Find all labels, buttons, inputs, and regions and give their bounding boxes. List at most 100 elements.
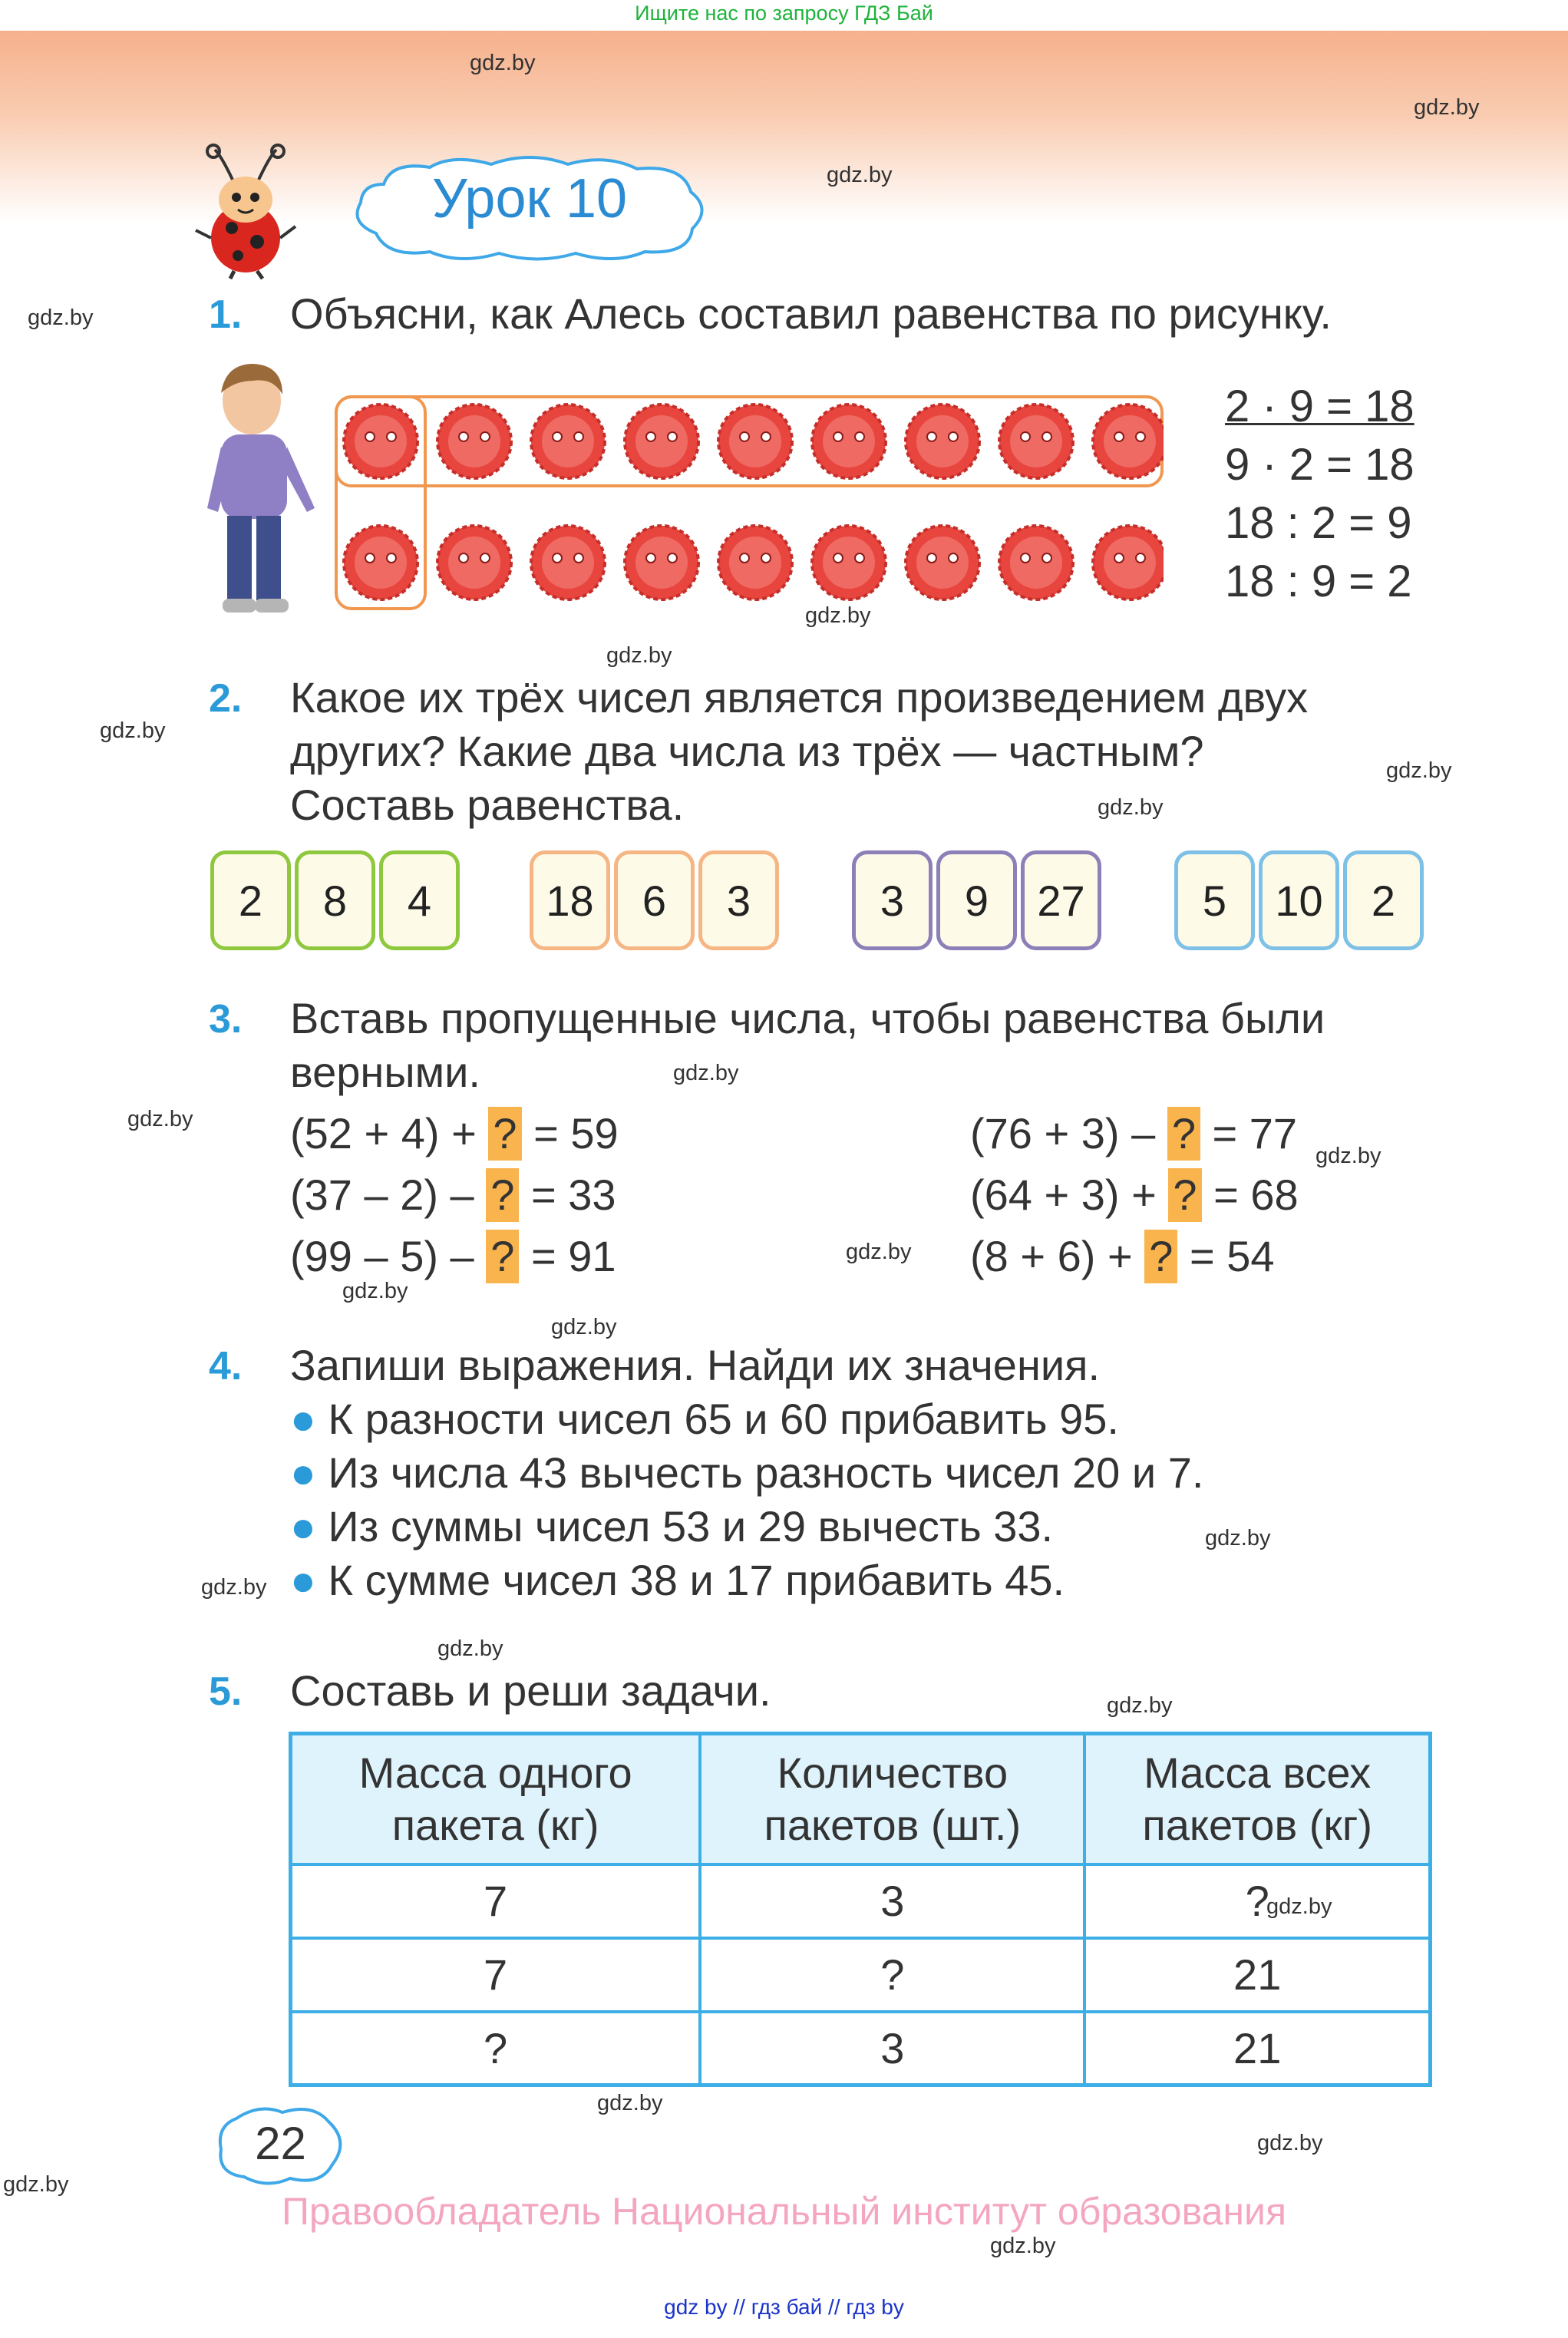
sewing-button-icon (530, 524, 606, 601)
task3-left-expression: (52 + 4) + ? = 59 (290, 1107, 619, 1161)
bullet-icon: ● (290, 1395, 316, 1443)
task3-left-expression: (37 – 2) – ? = 33 (290, 1168, 616, 1222)
task-number: 5. (209, 1669, 243, 1714)
bullet-icon: ● (290, 1556, 316, 1604)
watermark: gdz.by (846, 1240, 912, 1264)
table-row: 7 ? 21 (289, 1936, 1432, 2013)
table-cell: 21 (1083, 2009, 1432, 2087)
task1-text: Объясни, как Алесь составил равенства по… (290, 289, 1332, 338)
table-cell: 21 (1083, 1936, 1432, 2013)
watermark: gdz.by (606, 643, 672, 668)
task2-line: Составь равенства. (290, 781, 685, 829)
sewing-button-icon (342, 524, 419, 601)
sewing-button-icon (717, 403, 794, 480)
table-row: ? 3 21 (289, 2009, 1432, 2087)
watermark: gdz.by (1386, 758, 1452, 783)
watermark: gdz.by (597, 2091, 663, 2115)
page-number-cloud (219, 2107, 342, 2185)
task-number: 3. (209, 997, 243, 1042)
lesson-cloud-shape (355, 156, 704, 261)
number-card: 3 (852, 850, 933, 950)
number-card: 18 (530, 850, 610, 950)
task4-item: ● Из числа 43 вычесть разность чисел 20 … (290, 1448, 1204, 1497)
watermark: gdz.by (1257, 2131, 1323, 2155)
buttons-first-column-frame (335, 395, 427, 610)
watermark: gdz.by (827, 163, 893, 187)
task3-left-expression: (99 – 5) – ? = 91 (290, 1230, 616, 1283)
number-card: 8 (295, 850, 375, 950)
watermark: gdz.by (1205, 1526, 1271, 1550)
buttons-grid (342, 403, 1164, 601)
missing-number-box[interactable]: ? (488, 1107, 522, 1161)
sewing-button-icon (530, 403, 606, 480)
task-number: 2. (209, 676, 243, 721)
missing-number-box[interactable]: ? (486, 1230, 520, 1283)
boy-illustration (207, 364, 315, 613)
number-card: 5 (1174, 850, 1255, 950)
table-cell: ? (289, 2009, 702, 2087)
table-row: 7 3 ? (289, 1862, 1432, 1940)
task4-item: ● К сумме чисел 38 и 17 прибавить 45. (290, 1556, 1065, 1604)
number-card: 4 (379, 850, 460, 950)
task3-right-expression: (76 + 3) – ? = 77 (970, 1107, 1297, 1161)
watermark: gdz.by (100, 718, 166, 743)
bullet-icon: ● (290, 1448, 316, 1497)
missing-number-box[interactable]: ? (486, 1168, 520, 1222)
number-card: 3 (698, 850, 779, 950)
number-card: 10 (1259, 850, 1339, 950)
sewing-button-icon (1091, 403, 1164, 480)
task5-text: Составь и реши задачи. (290, 1666, 771, 1715)
task3-right-expression: (64 + 3) + ? = 68 (970, 1168, 1299, 1222)
task-number: 4. (209, 1344, 243, 1389)
task-number: 1. (209, 292, 243, 337)
sewing-button-icon (436, 403, 513, 480)
task1-equation: 9 · 2 = 18 (1225, 440, 1415, 490)
watermark: gdz.by (28, 305, 94, 330)
page-number: 22 (255, 2118, 306, 2169)
watermark: gdz.by (437, 1636, 503, 1661)
task2-line: Какое их трёх чисел является произведени… (290, 673, 1309, 722)
watermark: gdz.by (127, 1107, 193, 1131)
watermark: gdz.by (1315, 1144, 1381, 1168)
task1-equation: 18 : 2 = 9 (1225, 498, 1412, 548)
task2-line: других? Какие два числа из трёх — частны… (290, 727, 1204, 775)
table-cell: 3 (698, 2009, 1087, 2087)
table-cell: 7 (289, 1862, 702, 1940)
watermark: gdz.by (3, 2172, 69, 2197)
bullet-icon: ● (290, 1502, 316, 1550)
table-cell: ? (698, 1936, 1087, 2013)
sewing-button-icon (717, 524, 794, 601)
sewing-button-icon (998, 403, 1074, 480)
table-cell: 7 (289, 1936, 702, 2013)
task1-equation: 18 : 9 = 2 (1225, 556, 1412, 606)
bottom-links[interactable]: gdz by // гдз бай // гдз by (664, 2295, 904, 2319)
missing-number-box[interactable]: ? (1168, 1168, 1202, 1222)
sewing-button-icon (904, 524, 981, 601)
table-cell: ? (1083, 1862, 1432, 1940)
sewing-button-icon (810, 524, 887, 601)
ladybug-illustration (195, 144, 297, 280)
sewing-button-icon (623, 524, 700, 601)
watermark: gdz.by (1098, 795, 1164, 820)
watermark: gdz.by (1107, 1693, 1173, 1718)
task4-text: Запиши выражения. Найди их значения. (290, 1341, 1101, 1389)
lesson-title: Урок 10 (431, 168, 628, 230)
number-card: 2 (1343, 850, 1424, 950)
sewing-button-icon (810, 403, 887, 480)
watermark: gdz.by (470, 51, 536, 75)
watermark: gdz.by (551, 1315, 617, 1339)
sewing-button-icon (342, 403, 419, 480)
watermark: gdz.by (673, 1061, 739, 1085)
watermark: gdz.by (805, 603, 871, 628)
task3-line: Вставь пропущенные числа, чтобы равенств… (290, 994, 1325, 1042)
missing-number-box[interactable]: ? (1167, 1107, 1200, 1161)
top-search-note[interactable]: Ищите нас по запросу ГДЗ Бай (635, 2, 933, 25)
watermark: gdz.by (201, 1575, 267, 1600)
sewing-button-icon (623, 403, 700, 480)
missing-number-box[interactable]: ? (1144, 1230, 1178, 1283)
watermark: gdz.by (1414, 95, 1480, 120)
